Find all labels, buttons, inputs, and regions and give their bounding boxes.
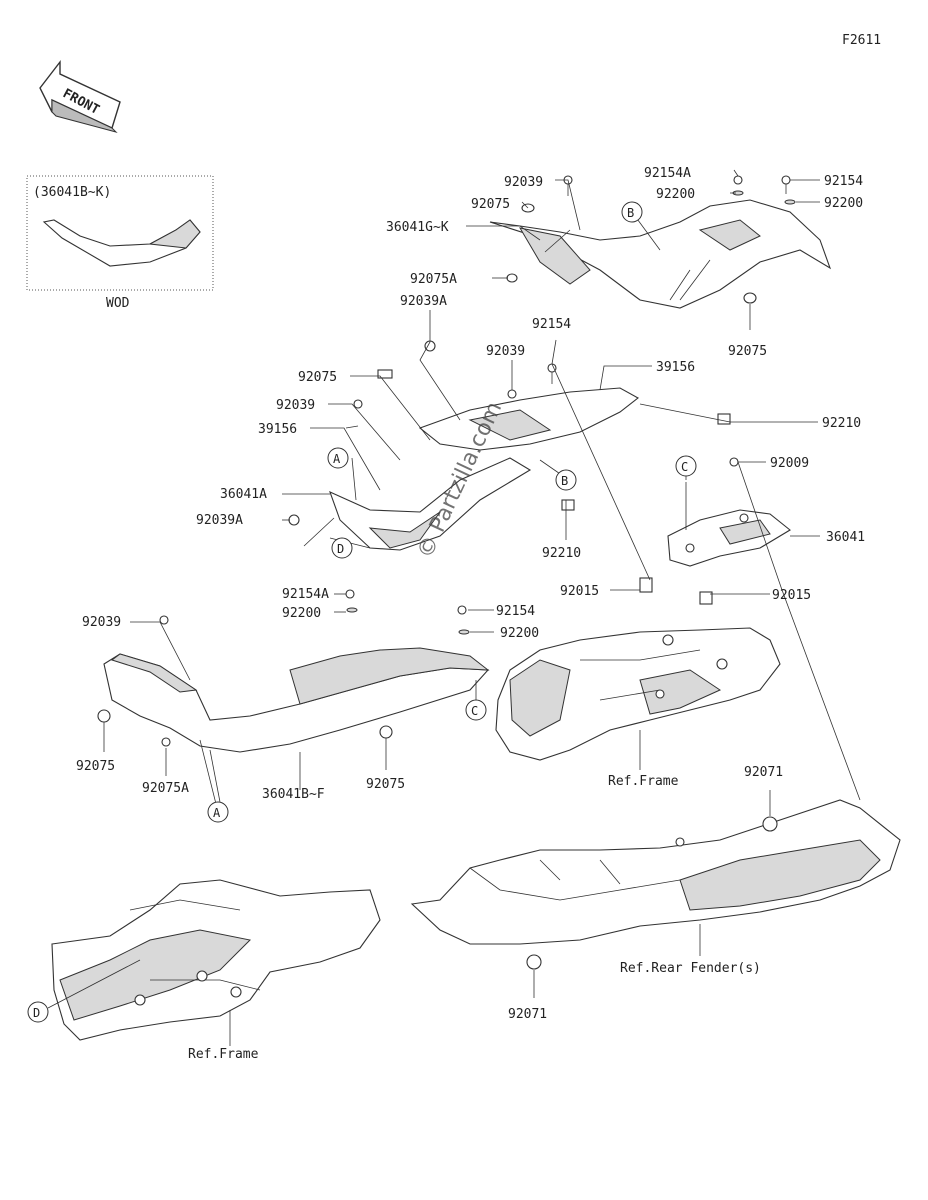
- part-92200-tr: 92200: [824, 196, 863, 211]
- part-92154-mid: 92154: [532, 317, 571, 332]
- part-92015-left: 92015: [560, 584, 599, 599]
- frame-lower: [51, 879, 381, 1041]
- part-92071-bottom: 92071: [508, 1007, 547, 1022]
- part-92075-top: 92075: [471, 197, 510, 212]
- part-92015-right: 92015: [772, 588, 811, 603]
- inset-title: (36041B~K): [33, 185, 111, 200]
- part-92154-c: 92154: [496, 604, 535, 619]
- part-36041: 36041: [826, 530, 865, 545]
- part-92075-left: 92075: [298, 370, 337, 385]
- svg-text:B: B: [561, 474, 568, 488]
- part-92039-low: 92039: [82, 615, 121, 630]
- part-92154A-mid: 92154A: [282, 587, 329, 602]
- part-92009: 92009: [770, 456, 809, 471]
- part-labels: 92039 92075 36041G~K 92075A 92039A 92154…: [76, 166, 865, 1022]
- svg-text:C: C: [471, 704, 478, 718]
- part-92039-mid: 92039: [486, 344, 525, 359]
- callout-d-bottom: D: [27, 1001, 49, 1023]
- svg-text:D: D: [33, 1006, 40, 1020]
- part-92154-tr: 92154: [824, 174, 863, 189]
- inset-box: (36041B~K) WOD: [26, 175, 214, 311]
- ref-frame-lower: Ref.Frame: [188, 1047, 259, 1062]
- part-92200-top: 92200: [656, 187, 695, 202]
- part-92075A-top: 92075A: [410, 272, 457, 287]
- ref-rear-fender: Ref.Rear Fender(s): [620, 961, 761, 976]
- part-92039A-left: 92039A: [196, 513, 243, 528]
- page-code: F2611: [842, 33, 881, 48]
- svg-text:D: D: [337, 542, 344, 556]
- svg-text:A: A: [333, 452, 341, 466]
- part-36041BF: 36041B~F: [262, 787, 325, 802]
- part-92039A-top: 92039A: [400, 294, 447, 309]
- part-92200-mid: 92200: [282, 606, 321, 621]
- callout-c-bottom: C: [465, 699, 487, 721]
- callout-a-top: A: [327, 447, 349, 469]
- ref-frame-upper: Ref.Frame: [608, 774, 679, 789]
- callout-d-top: D: [331, 537, 353, 559]
- part-39156-right: 39156: [656, 360, 695, 375]
- part-92210-mid: 92210: [542, 546, 581, 561]
- rear-fender: [410, 799, 901, 945]
- part-36041A: 36041A: [220, 487, 267, 502]
- callout-b-mid: B: [555, 469, 577, 491]
- part-92039-top: 92039: [504, 175, 543, 190]
- svg-text:A: A: [213, 806, 221, 820]
- part-92039-left: 92039: [276, 398, 315, 413]
- svg-text:B: B: [627, 206, 634, 220]
- part-92154A-top: 92154A: [644, 166, 691, 181]
- part-92210-right: 92210: [822, 416, 861, 431]
- upper-seat-cover: [489, 199, 832, 309]
- part-92075-right: 92075: [728, 344, 767, 359]
- callout-a-bottom: A: [207, 801, 229, 823]
- inset-caption: WOD: [106, 296, 130, 311]
- front-arrow-icon: FRONT: [39, 59, 121, 133]
- part-36041GK: 36041G~K: [386, 220, 449, 235]
- frame-middle: [495, 627, 781, 761]
- callout-c-top: C: [675, 455, 697, 477]
- callout-b-top: B: [621, 201, 643, 223]
- fasteners: [97, 175, 796, 970]
- part-92075-low2: 92075: [366, 777, 405, 792]
- part-92200-c: 92200: [500, 626, 539, 641]
- lower-side-cover: [103, 647, 490, 753]
- svg-text:C: C: [681, 460, 688, 474]
- part-92075-low1: 92075: [76, 759, 115, 774]
- leader-lines: [47, 169, 861, 1046]
- mid-seat-cover: [329, 387, 639, 551]
- part-39156-left: 39156: [258, 422, 297, 437]
- part-92075A-low: 92075A: [142, 781, 189, 796]
- part-92071-top: 92071: [744, 765, 783, 780]
